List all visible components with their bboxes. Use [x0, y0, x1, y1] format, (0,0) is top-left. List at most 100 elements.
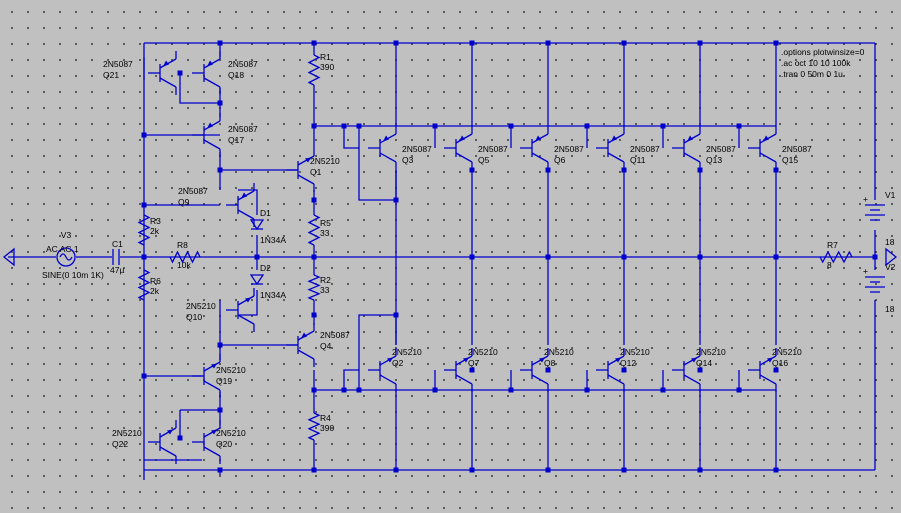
- transistor-q8[interactable]: [520, 348, 549, 392]
- source-ac-label: AC AC 1: [46, 244, 79, 254]
- wire[interactable]: [238, 189, 258, 215]
- transistor-model-label: 2N5210: [186, 301, 216, 311]
- emitter-arrow: [611, 135, 617, 142]
- emitter-arrow: [463, 357, 469, 363]
- resistor-r8[interactable]: [169, 250, 201, 264]
- transistor-q1[interactable]: [286, 148, 315, 192]
- transistor-q16[interactable]: [748, 348, 777, 392]
- emitter-arrow: [459, 135, 465, 142]
- transistor-q6[interactable]: [520, 126, 549, 170]
- resistor-r1[interactable]: [307, 54, 321, 86]
- resistor-value-label: 8: [827, 260, 832, 270]
- transistor-model-label: 2N5210: [112, 428, 142, 438]
- supply-v1[interactable]: [865, 204, 885, 221]
- junction-dot: [432, 123, 438, 129]
- supply-v2[interactable]: [865, 276, 885, 293]
- transistor-model-label: 2N5210: [216, 365, 246, 375]
- transistor-q12[interactable]: [596, 348, 625, 392]
- wire[interactable]: [358, 314, 397, 370]
- transistor-q4[interactable]: [286, 323, 315, 367]
- junction-dot: [773, 367, 779, 373]
- transistor-q21[interactable]: [148, 51, 177, 95]
- junction-dot: [545, 40, 551, 46]
- transistor-name-label: Q15: [782, 155, 798, 165]
- supply-plus-label: +: [863, 266, 868, 276]
- transistor-q13[interactable]: [672, 126, 701, 170]
- resistor-r4[interactable]: [307, 412, 321, 441]
- transistor-name-label: Q1: [310, 167, 322, 177]
- diode-model-label: 1N34A: [260, 235, 286, 245]
- junction-dot: [141, 373, 147, 379]
- emitter-arrow: [207, 122, 213, 129]
- junction-dot: [469, 167, 475, 173]
- transistor-q5[interactable]: [444, 126, 473, 170]
- transistor-name-label: Q20: [216, 439, 232, 449]
- resistor-name-label: R8: [177, 240, 188, 250]
- transistor-name-label: Q14: [696, 358, 712, 368]
- resistor-r5[interactable]: [307, 214, 321, 246]
- transistor-model-label: 2N5210: [216, 428, 246, 438]
- transistor-q10[interactable]: [226, 288, 255, 332]
- wire[interactable]: [179, 73, 220, 104]
- capacitor-c1[interactable]: [112, 249, 120, 265]
- junction-dot: [311, 123, 317, 129]
- transistor-name-label: Q9: [178, 197, 190, 207]
- resistor-r6[interactable]: [137, 269, 151, 301]
- junction-dot: [584, 387, 590, 393]
- wire[interactable]: [358, 148, 397, 201]
- transistor-model-label: 2N5210: [772, 347, 802, 357]
- transistor-q20[interactable]: [192, 420, 221, 464]
- wire[interactable]: [343, 126, 359, 149]
- transistor-name-label: Q5: [478, 155, 490, 165]
- transistor-q22[interactable]: [148, 420, 177, 464]
- transistor-q2[interactable]: [368, 348, 397, 392]
- transistor-q3[interactable]: [368, 126, 397, 170]
- diode-d1[interactable]: [249, 219, 265, 231]
- wire[interactable]: [343, 369, 359, 390]
- resistor-r7[interactable]: [819, 250, 853, 264]
- transistor-model-label: 2N5210: [392, 347, 422, 357]
- input-port-icon[interactable]: [2, 247, 15, 267]
- junction-dot: [217, 167, 223, 173]
- junction-dot: [217, 407, 223, 413]
- emitter-arrow: [163, 60, 169, 67]
- transistor-name-label: Q10: [186, 312, 202, 322]
- emitter-arrow: [615, 357, 621, 363]
- resistor-value-label: 390: [320, 62, 334, 72]
- junction-dot: [393, 197, 399, 203]
- output-port-icon[interactable]: [885, 247, 898, 267]
- junction-dot: [356, 123, 362, 129]
- capacitor-name-label: C1: [112, 239, 123, 249]
- transistor-q11[interactable]: [596, 126, 625, 170]
- resistor-name-label: R3: [150, 216, 161, 226]
- junction-dot: [217, 342, 223, 348]
- source-v3[interactable]: [56, 247, 76, 267]
- transistor-q17[interactable]: [192, 113, 221, 157]
- junction-dot: [217, 100, 223, 106]
- source-name-label: V3: [61, 230, 72, 240]
- diode-name-label: D2: [260, 263, 271, 273]
- emitter-arrow: [167, 429, 173, 435]
- spice-directive: .tran 0 50m 0 1u: [781, 69, 843, 79]
- junction-dot: [773, 167, 779, 173]
- junction-dot: [508, 387, 514, 393]
- junction-dot: [356, 387, 362, 393]
- transistor-q7[interactable]: [444, 348, 473, 392]
- supply-plus-label: +: [863, 194, 868, 204]
- transistor-model-label: 2N5210: [544, 347, 574, 357]
- transistor-name-label: Q18: [228, 70, 244, 80]
- junction-dot: [773, 467, 779, 473]
- resistor-r2[interactable]: [307, 274, 321, 301]
- resistor-name-label: R7: [827, 240, 838, 250]
- transistor-name-label: Q16: [772, 358, 788, 368]
- diode-d2[interactable]: [249, 274, 265, 286]
- transistor-q15[interactable]: [748, 126, 777, 170]
- transistor-q18[interactable]: [192, 51, 221, 95]
- junction-dot: [697, 467, 703, 473]
- resistor-r3[interactable]: [137, 214, 151, 246]
- wire[interactable]: [238, 290, 258, 316]
- junction-dot: [311, 467, 317, 473]
- junction-dot: [545, 367, 551, 373]
- transistor-q14[interactable]: [672, 348, 701, 392]
- transistor-q19[interactable]: [192, 354, 221, 398]
